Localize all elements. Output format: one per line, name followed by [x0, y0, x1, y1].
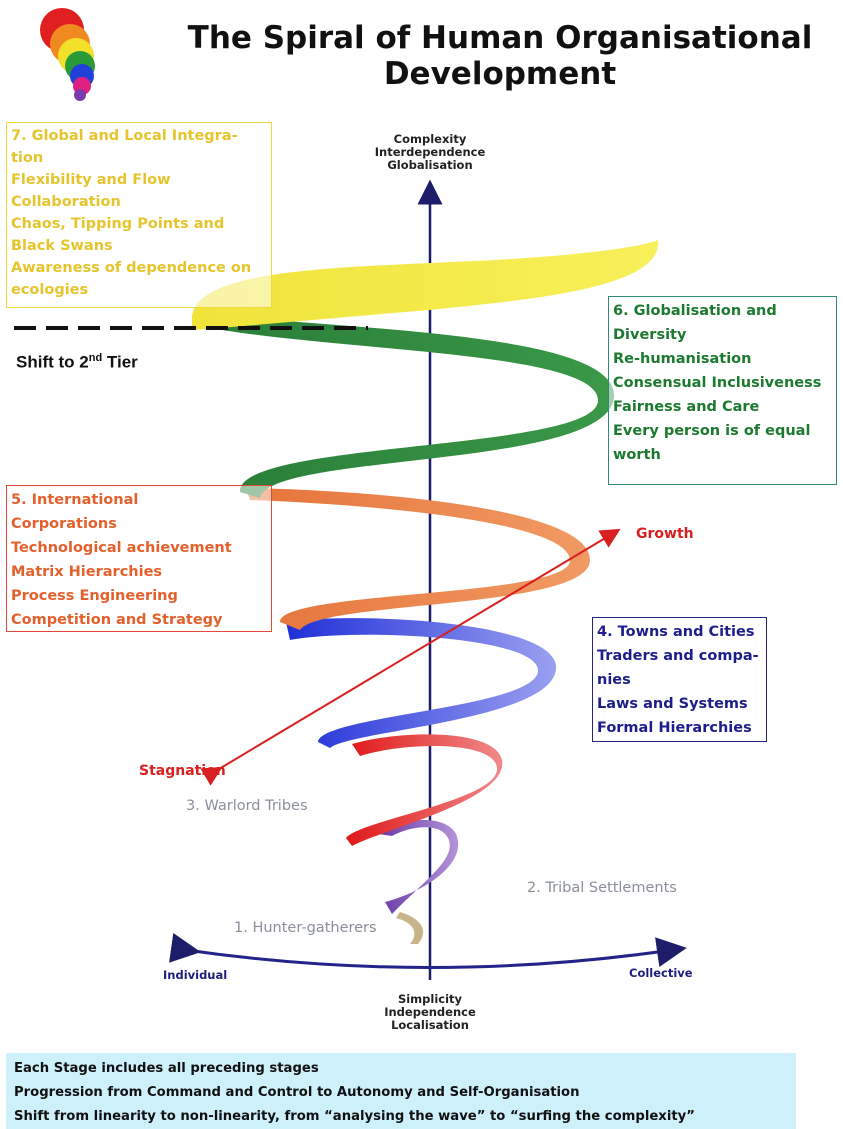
- axis-bottom-line: Localisation: [391, 1018, 469, 1032]
- growth-stagnation-arrow: [200, 528, 621, 786]
- stage-7-line: Black Swans: [11, 238, 113, 254]
- stage-7-line: Awareness of dependence on: [11, 260, 252, 276]
- axis-bottom-line: Simplicity: [397, 992, 463, 1006]
- spiral-band-stage-5: [246, 488, 590, 630]
- stage-3-label: 3. Warlord Tribes: [186, 798, 308, 814]
- spiral-band-stage-7: [191, 240, 659, 330]
- axis-top-line: Interdependence: [374, 145, 486, 159]
- axis-bottom-line: Independence: [384, 1005, 476, 1019]
- stage-5-box: 5. International Corporations Technologi…: [6, 485, 272, 632]
- stage-5-line: 5. International: [11, 492, 139, 508]
- stage-2-label: 2. Tribal Settlements: [527, 880, 677, 896]
- spiral-band-stage-3: [346, 734, 503, 846]
- footer-line: Each Stage includes all preceding stages: [14, 1061, 319, 1076]
- stage-5-line: Process Engineering: [11, 588, 178, 604]
- stage-7-line: Chaos, Tipping Points and: [11, 216, 225, 232]
- shift-tier-label: Shift to 2nd Tier: [16, 352, 138, 373]
- individual-collective-arc: [169, 933, 687, 969]
- growth-label: Growth: [636, 526, 694, 542]
- title-line-2: Development: [383, 56, 617, 92]
- stage-4-line: 4. Towns and Cities: [597, 624, 755, 640]
- page-title: The Spiral of Human Organisational Devel…: [150, 20, 843, 92]
- title-line-1: The Spiral of Human Organisational: [187, 20, 813, 56]
- spiral-band-stage-2: [378, 819, 459, 914]
- footer-line: Shift from linearity to non-linearity, f…: [14, 1109, 695, 1124]
- axis-top-line: Globalisation: [387, 158, 473, 172]
- stagnation-label: Stagnation: [139, 763, 226, 779]
- axis-top-label: Complexity Interdependence Globalisation: [330, 133, 530, 172]
- individual-label: Individual: [163, 968, 228, 982]
- stage-7-line: Collaboration: [11, 194, 121, 210]
- logo-icon: [40, 8, 95, 101]
- stage-7-box: 7. Global and Local Integra- tion Flexib…: [6, 122, 272, 308]
- stage-5-line: Matrix Hierarchies: [11, 564, 163, 580]
- stage-7-line: Flexibility and Flow: [11, 172, 171, 188]
- axis-top-line: Complexity: [393, 132, 467, 146]
- spiral-band-stage-6: [196, 312, 615, 498]
- footer-line: Progression from Command and Control to …: [14, 1085, 580, 1100]
- stage-7-line: tion: [11, 150, 44, 166]
- stage-4-line: Laws and Systems: [597, 696, 748, 712]
- stage-4-line: Traders and compa-: [597, 648, 759, 664]
- stage-5-line: Competition and Strategy: [11, 612, 223, 628]
- stage-6-box: 6. Globalisation and Diversity Re-humani…: [608, 296, 837, 485]
- stage-6-line: Diversity: [613, 327, 687, 343]
- stage-6-line: Every person is of equal: [613, 423, 811, 439]
- stage-6-line: worth: [613, 447, 661, 463]
- shift-text: Shift to 2: [16, 352, 89, 372]
- stage-5-line: Technological achievement: [11, 540, 232, 556]
- stage-4-line: nies: [597, 672, 631, 688]
- stage-1-label: 1. Hunter-gatherers: [234, 920, 377, 936]
- stage-4-box: 4. Towns and Cities Traders and compa- n…: [592, 617, 767, 742]
- spiral-band-stage-1: [396, 912, 424, 944]
- stage-4-line: Formal Hierarchies: [597, 720, 752, 736]
- shift-tail: Tier: [102, 352, 138, 372]
- stage-7-line: 7. Global and Local Integra-: [11, 128, 238, 144]
- stage-5-line: Corporations: [11, 516, 117, 532]
- collective-label: Collective: [629, 966, 693, 980]
- stage-7-line: ecologies: [11, 282, 89, 298]
- axis-bottom-label: Simplicity Independence Localisation: [330, 993, 530, 1032]
- stage-6-line: Re-humanisation: [613, 351, 752, 367]
- stage-6-line: 6. Globalisation and: [613, 303, 777, 319]
- stage-6-line: Consensual Inclusiveness: [613, 375, 822, 391]
- footer-notes: Each Stage includes all preceding stages…: [6, 1053, 796, 1129]
- spiral-band-stage-4: [286, 618, 557, 748]
- shift-sup: nd: [88, 352, 103, 364]
- stage-6-line: Fairness and Care: [613, 399, 760, 415]
